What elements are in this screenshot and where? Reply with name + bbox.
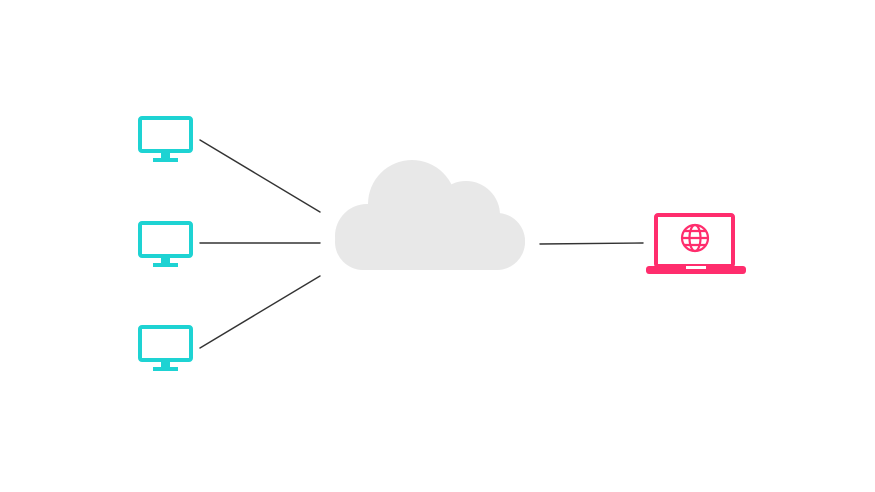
- connections: [199, 139, 644, 349]
- desktop-monitor-icon: [138, 221, 193, 267]
- server-laptop: [646, 213, 746, 274]
- client-monitor-2: [138, 221, 193, 267]
- globe-icon: [680, 223, 710, 253]
- cloud-icon: [335, 160, 525, 270]
- laptop-globe-icon: [646, 213, 746, 274]
- desktop-monitor-icon: [138, 325, 193, 371]
- client-monitor-3: [138, 325, 193, 371]
- link-client-1-to-cloud: [199, 139, 321, 213]
- client-monitor-1: [138, 116, 193, 162]
- desktop-monitor-icon: [138, 116, 193, 162]
- link-cloud-to-server: [539, 242, 644, 245]
- link-client-3-to-cloud: [199, 275, 321, 349]
